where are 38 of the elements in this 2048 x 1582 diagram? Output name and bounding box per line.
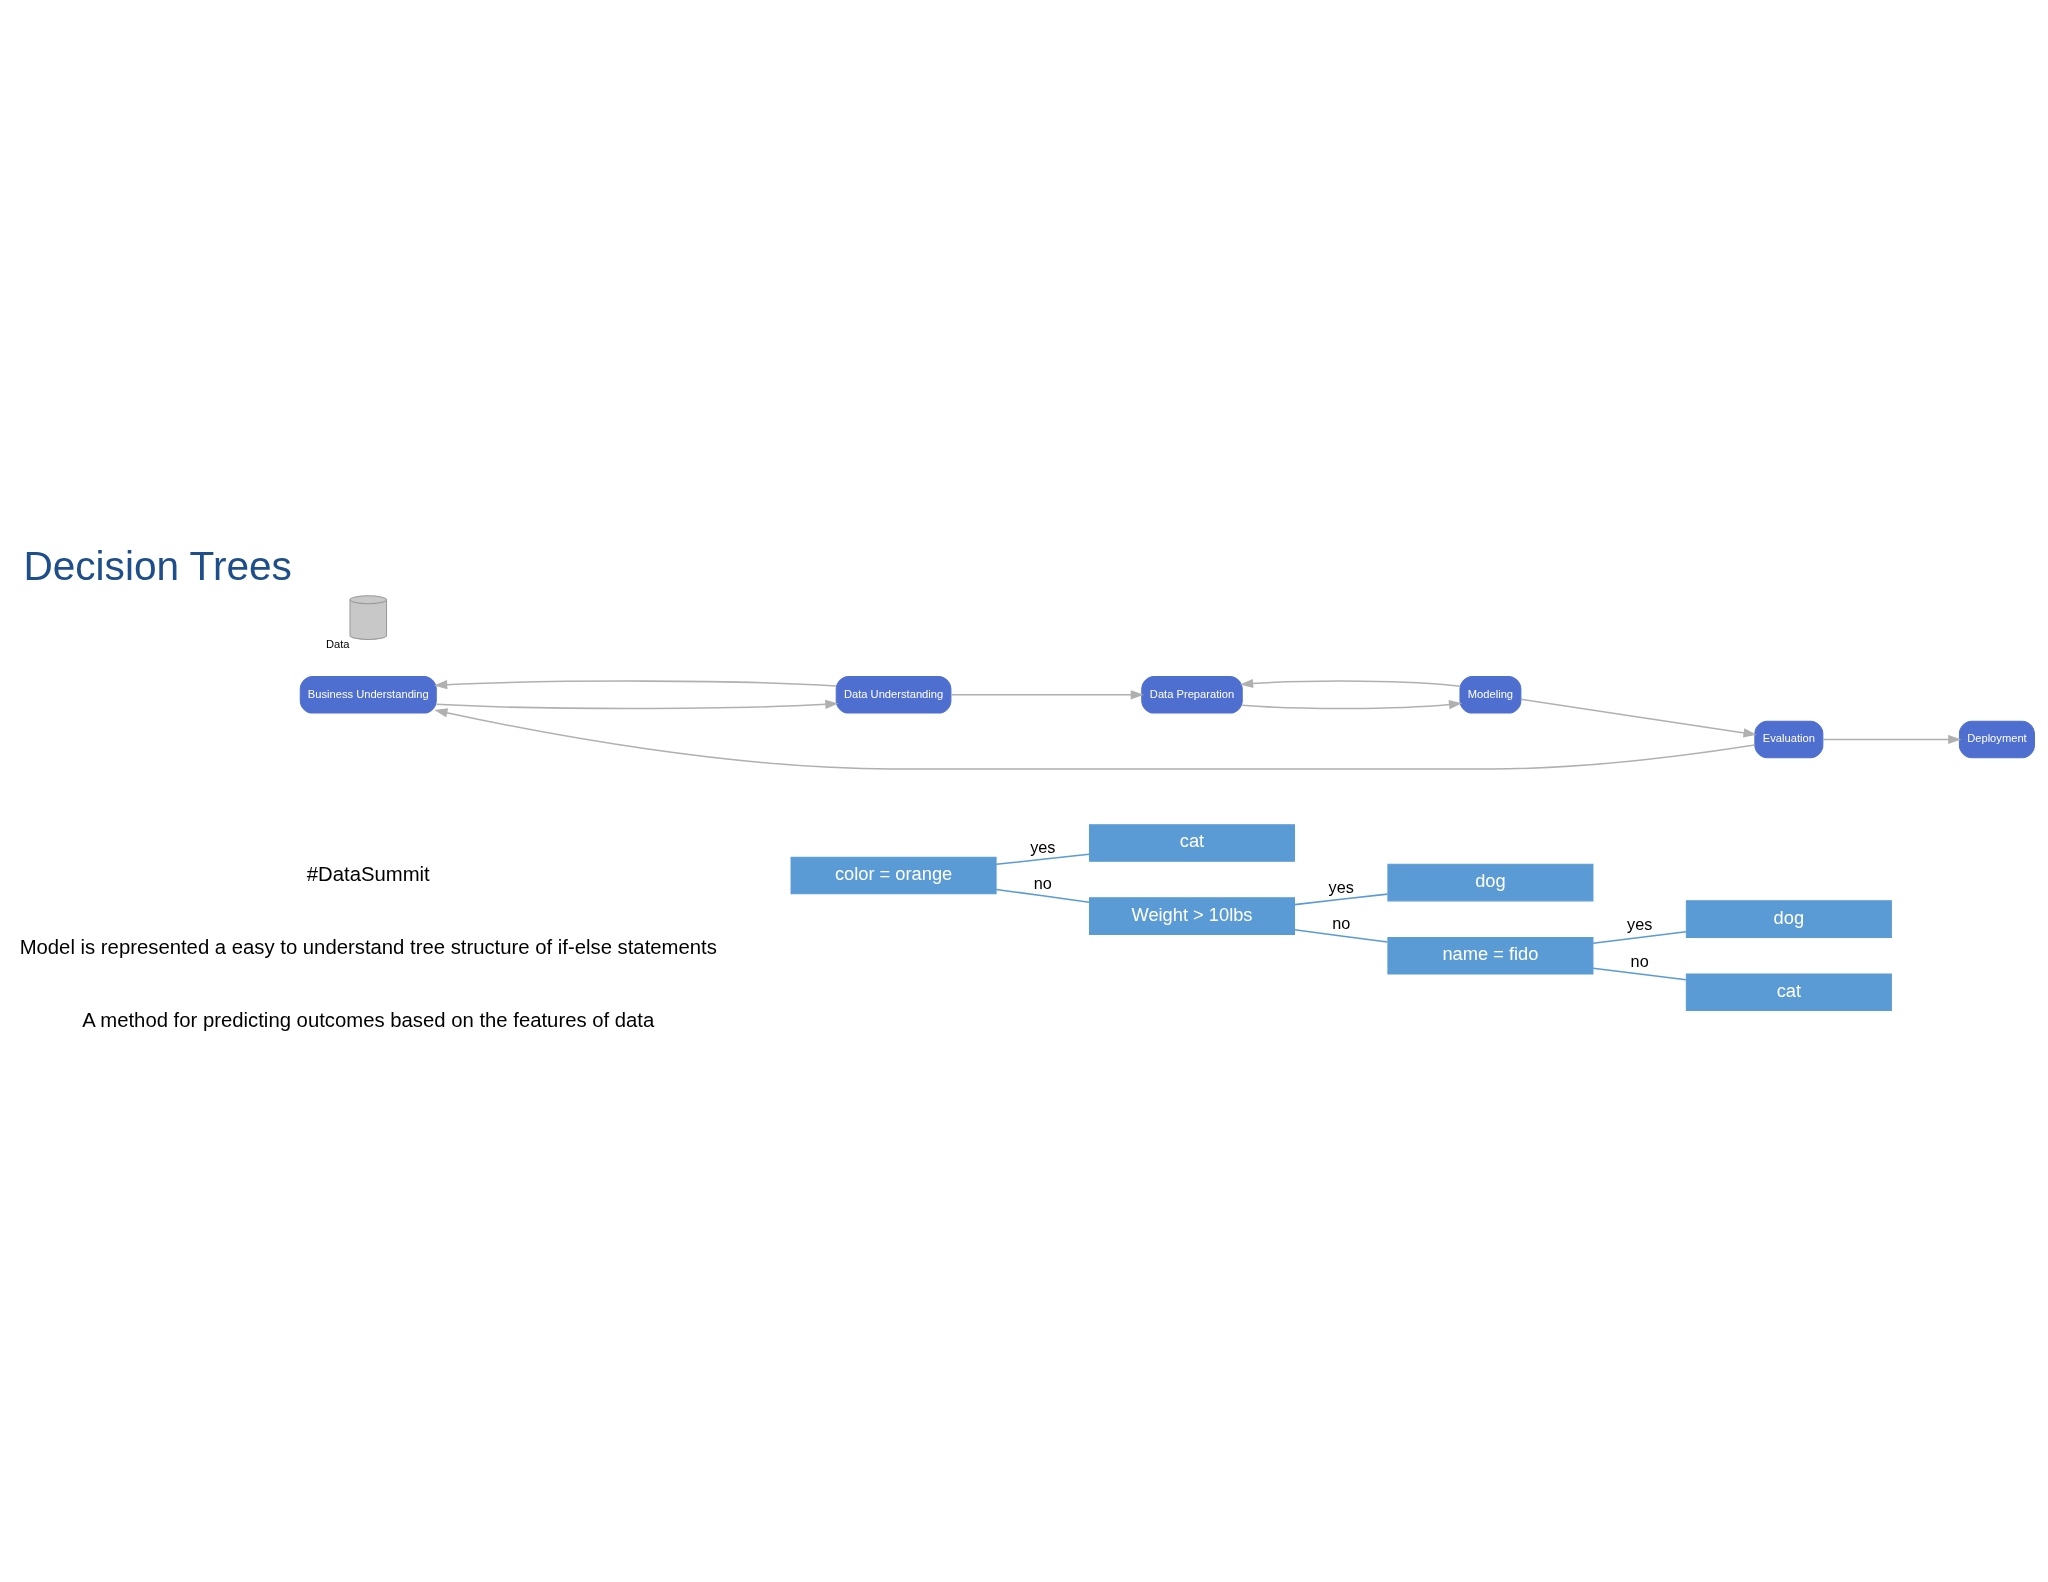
edge-label: no [1332, 913, 1351, 932]
node-box: dog [1685, 899, 1892, 938]
node-box: Modeling [1459, 675, 1522, 714]
arrow [1241, 699, 1463, 709]
diagram-title: Decision Trees [23, 542, 292, 589]
arrow [434, 707, 1756, 770]
arrow [1240, 678, 1461, 688]
connector [1293, 892, 1389, 905]
arrow [434, 679, 837, 689]
node-box: name = fido [1387, 936, 1594, 974]
arrow [1520, 698, 1757, 737]
node-box: Weight > 10lbs [1088, 896, 1296, 935]
edge-label: yes [1030, 837, 1056, 856]
edge-label: no [1033, 872, 1052, 891]
node-box: Evaluation [1754, 720, 1824, 758]
node-box: Data Understanding [835, 675, 952, 714]
node-box: cat [1088, 823, 1296, 862]
node-box: Deployment [1958, 720, 2035, 758]
edge-label: no [1630, 951, 1649, 970]
label: #DataSummit [306, 862, 430, 885]
connector [1592, 966, 1687, 980]
connector [1592, 930, 1687, 944]
arrow [950, 689, 1144, 699]
label: Model is represented a easy to understand tree structure of if-else statements [19, 935, 717, 958]
arrow [435, 699, 839, 709]
node-label: Data [326, 637, 350, 650]
connector [995, 852, 1090, 865]
arrow [1822, 734, 1962, 744]
node-box: Data Preparation [1141, 675, 1243, 714]
node-box: cat [1685, 972, 1892, 1011]
edge-label: yes [1328, 877, 1354, 896]
node-box: Business Understanding [299, 675, 437, 714]
connector [995, 888, 1090, 903]
label: A method for predicting outcomes based on the features of data [82, 1008, 655, 1031]
connector [1293, 928, 1389, 943]
node-box: dog [1387, 863, 1594, 901]
edge-label: yes [1627, 914, 1653, 933]
node-box: color = orange [790, 856, 997, 894]
